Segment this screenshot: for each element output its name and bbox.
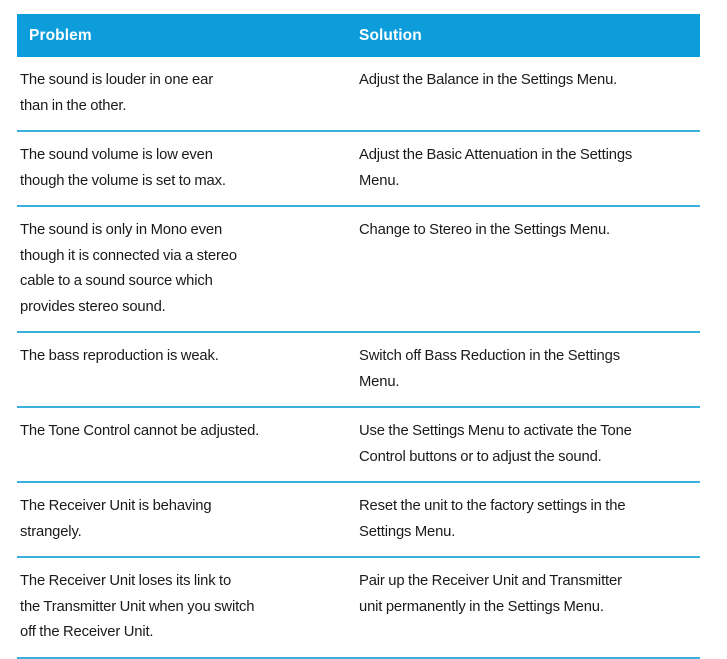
column-header-problem: Problem — [29, 26, 92, 44]
cell-text-line: cable to a sound source which — [20, 273, 213, 289]
table-row: The sound is only in Mono even though it… — [17, 207, 700, 333]
cell-text-line: Pair up the Receiver Unit and Transmitte… — [359, 573, 622, 589]
cell-text-line: unit permanently in the Settings Menu. — [359, 598, 604, 615]
cell-solution: Adjust the Balance in the Settings Menu. — [358, 57, 700, 130]
cell-text-line: Menu. — [359, 172, 400, 189]
cell-text-line: Adjust the Basic Attenuation in the Sett… — [359, 147, 633, 163]
table-row: The sound volume is low even though the … — [17, 132, 700, 207]
cell-text-line: provides stereo sound. — [20, 298, 166, 315]
cell-solution: Switch off Bass Reduction in the Setting… — [358, 333, 700, 406]
cell-text-line: The Receiver Unit loses its link to — [20, 573, 232, 589]
table-row: The Receiver Unit is behaving strangely.… — [17, 483, 700, 558]
table-row: The Receiver Unit loses its link to the … — [17, 558, 700, 659]
cell-text-line: Change to Stereo in the Settings Menu. — [359, 222, 611, 238]
cell-solution: Adjust the Basic Attenuation in the Sett… — [358, 132, 700, 205]
cell-text-line: than in the other. — [20, 97, 127, 114]
cell-text-line: Switch off Bass Reduction in the Setting… — [359, 348, 620, 364]
cell-problem: The sound volume is low even though the … — [17, 132, 358, 205]
table-row: The sound is louder in one ear than in t… — [17, 57, 700, 132]
cell-text-line: though the volume is set to max. — [20, 172, 226, 189]
cell-text-line: off the Receiver Unit. — [20, 624, 154, 640]
column-header-solution: Solution — [359, 26, 422, 44]
table-header-row: Problem Solution — [17, 14, 700, 57]
cell-text-line: The sound volume is low even — [20, 147, 213, 163]
cell-solution: Reset the unit to the factory settings i… — [358, 483, 700, 556]
table-row: The bass reproduction is weak. Switch of… — [17, 333, 700, 408]
cell-text-line: strangely. — [20, 523, 82, 540]
cell-solution: Use the Settings Menu to activate the To… — [358, 408, 700, 481]
cell-text-line: Reset the unit to the factory settings i… — [359, 498, 626, 514]
cell-problem: The Receiver Unit loses its link to the … — [17, 558, 358, 657]
cell-text-line: The Tone Control cannot be adjusted. — [20, 423, 260, 439]
cell-text-line: Control buttons or to adjust the sound. — [359, 448, 602, 465]
cell-text-line: The bass reproduction is weak. — [20, 348, 219, 364]
table-row: The Tone Control cannot be adjusted. Use… — [17, 408, 700, 483]
cell-text-line: though it is connected via a stereo — [20, 247, 237, 264]
cell-text-line: Use the Settings Menu to activate the To… — [359, 423, 632, 439]
cell-text-line: Settings Menu. — [359, 523, 456, 540]
cell-problem: The sound is only in Mono even though it… — [17, 207, 358, 331]
cell-problem: The bass reproduction is weak. — [17, 333, 358, 406]
cell-text-line: the Transmitter Unit when you switch — [20, 598, 255, 615]
cell-problem: The Receiver Unit is behaving strangely. — [17, 483, 358, 556]
cell-text-line: The Receiver Unit is behaving — [20, 498, 212, 514]
cell-problem: The sound is louder in one ear than in t… — [17, 57, 358, 130]
cell-text-line: Adjust the Balance in the Settings Menu. — [359, 72, 618, 88]
cell-text-line: Menu. — [359, 373, 400, 390]
cell-text-line: The sound is only in Mono even — [20, 222, 223, 238]
cell-solution: Change to Stereo in the Settings Menu. — [358, 207, 700, 331]
troubleshooting-table: Problem Solution The sound is louder in … — [17, 14, 700, 659]
cell-solution: Pair up the Receiver Unit and Transmitte… — [358, 558, 700, 657]
cell-problem: The Tone Control cannot be adjusted. — [17, 408, 358, 481]
cell-text-line: The sound is louder in one ear — [20, 72, 213, 88]
